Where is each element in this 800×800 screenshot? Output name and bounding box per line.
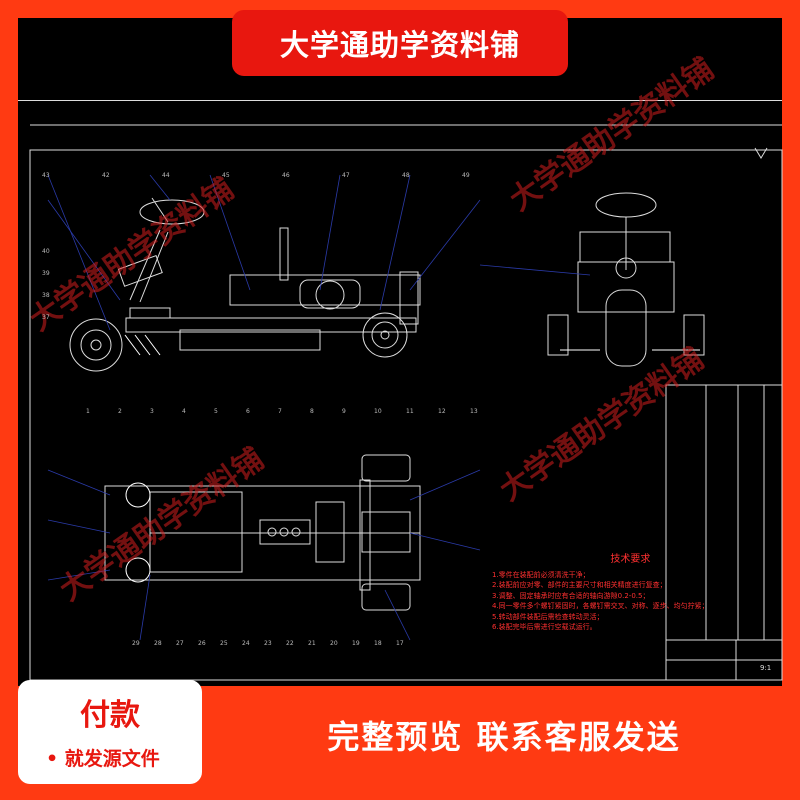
technical-requirements-heading: 技术要求 <box>610 554 651 565</box>
pay-button[interactable] <box>18 680 202 784</box>
pay-title[interactable]: 付款 <box>80 698 140 733</box>
part-number-label: 6 <box>246 408 250 415</box>
leader-lines <box>47 174 591 641</box>
part-number-label: 46 <box>282 172 290 179</box>
part-number-label: 12 <box>438 408 446 415</box>
part-number-label: 5 <box>214 408 218 415</box>
tech-req-line: 5.转动部件装配后需检查转动灵活； <box>492 612 604 621</box>
part-number-label: 11 <box>406 408 414 415</box>
part-number-label: 26 <box>198 640 206 647</box>
part-number-label: 38 <box>42 292 50 299</box>
store-banner: 大学通助学资料铺 <box>232 10 568 76</box>
part-number-label: 22 <box>286 640 294 647</box>
part-number-label: 25 <box>220 640 228 647</box>
part-number-label: 18 <box>374 640 382 647</box>
tech-req-line: 4.同一零件多个螺钉紧固时，各螺钉需交叉、对称、逐步、均匀拧紧； <box>492 602 709 610</box>
cad-drawing-canvas <box>18 18 782 686</box>
part-number-label: 1 <box>86 408 90 415</box>
part-number-label: 28 <box>154 640 162 647</box>
part-number-label: 23 <box>264 640 272 647</box>
part-number-label: 42 <box>102 172 110 179</box>
part-number-label: 13 <box>470 408 478 415</box>
part-number-label: 20 <box>330 640 338 647</box>
part-number-label: 47 <box>342 172 350 179</box>
part-number-label: 43 <box>42 172 50 179</box>
part-number-label: 7 <box>278 408 282 415</box>
part-number-label: 17 <box>396 640 404 647</box>
part-number-label: 48 <box>402 172 410 179</box>
part-number-label: 2 <box>118 408 122 415</box>
technical-requirements: 技术要求 1.零件在装配前必须清洗干净； 2.装配前应对零、部件的主要尺寸和相关… <box>492 554 709 633</box>
part-number-label: 45 <box>222 172 230 179</box>
part-number-label: 29 <box>132 640 140 647</box>
tech-req-line: 3.调整、固定轴承时应有合适的轴向游隙0.2-0.5； <box>492 591 650 600</box>
contact-cta[interactable]: 完整预览 联系客服发送 <box>327 718 681 756</box>
plan-view <box>104 454 421 611</box>
parts-list-table <box>665 384 783 681</box>
part-number-label: 4 <box>182 408 186 415</box>
part-number-label: 27 <box>176 640 184 647</box>
part-number-label: 39 <box>42 270 50 277</box>
title-block-scale: 9:1 <box>760 664 772 672</box>
tech-req-line: 6.装配完毕后需进行空载试运行。 <box>492 623 597 631</box>
roughness-symbol <box>754 147 768 159</box>
part-number-label: 37 <box>42 314 50 321</box>
part-number-label: 10 <box>374 408 382 415</box>
tech-req-line: 1.零件在装配前必须清洗干净； <box>492 570 590 579</box>
front-view <box>547 192 705 367</box>
part-number-label: 44 <box>162 172 170 179</box>
tech-req-line: 2.装配前应对零、部件的主要尺寸和相关精度进行复查； <box>492 581 667 589</box>
drawing-frame <box>18 100 782 687</box>
part-number-label: 9 <box>342 408 346 415</box>
part-number-label: 21 <box>308 640 316 647</box>
part-number-label: 49 <box>462 172 470 179</box>
part-number-label: 40 <box>42 248 50 255</box>
part-number-label: 19 <box>352 640 360 647</box>
part-number-label: 8 <box>310 408 314 415</box>
part-number-label: 3 <box>150 408 154 415</box>
side-view <box>69 197 421 372</box>
part-number-label: 24 <box>242 640 250 647</box>
pay-subtitle: • 就发源文件 <box>46 748 160 770</box>
